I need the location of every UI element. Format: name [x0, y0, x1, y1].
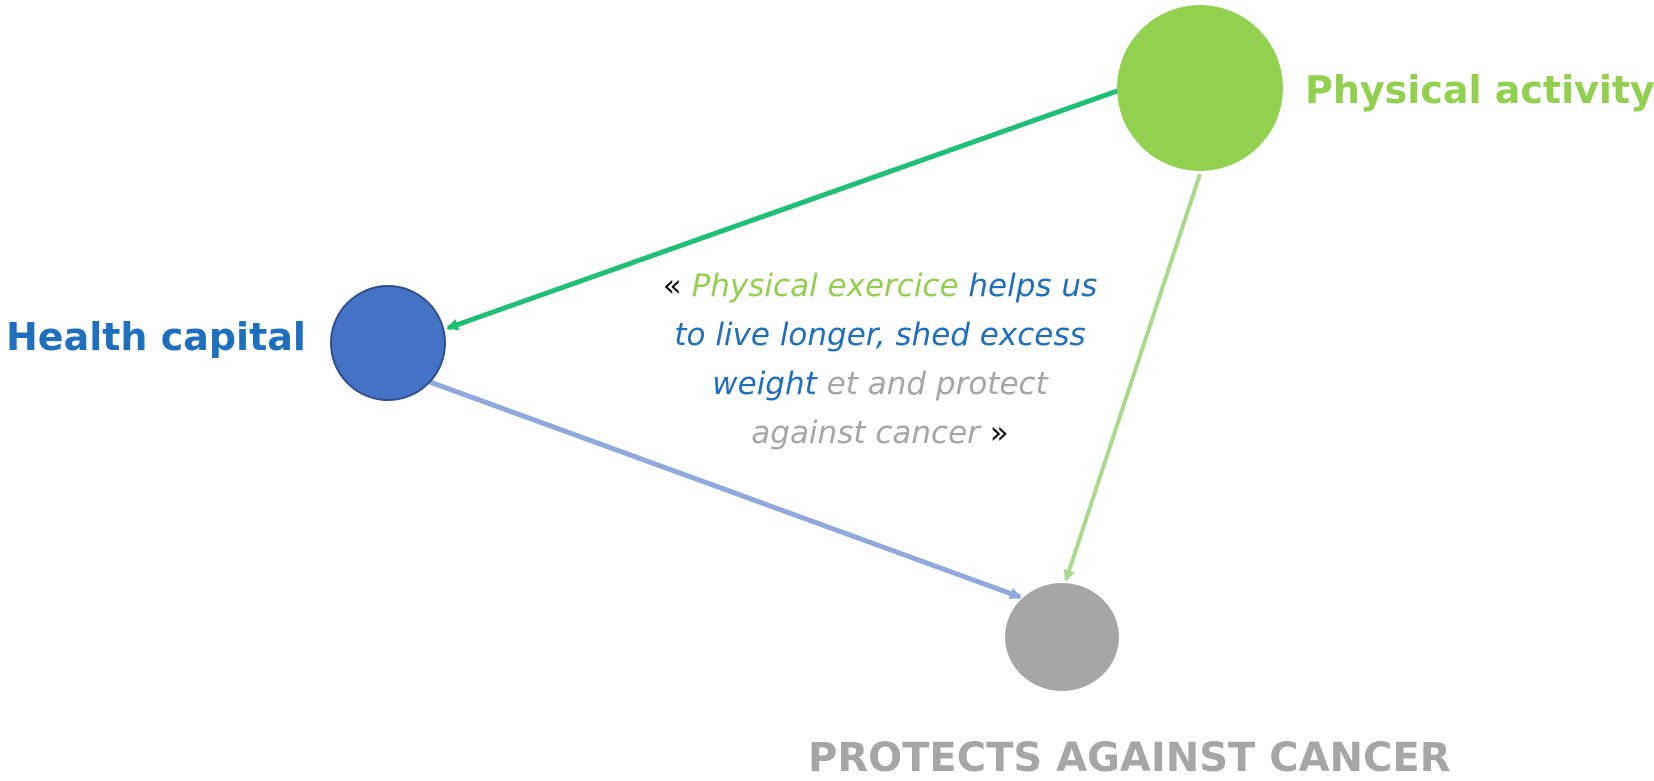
arrow-health-to-protects	[429, 379, 1022, 600]
label-protects-against-cancer: PROTECTS AGAINST CANCER	[808, 735, 1451, 781]
quote-part-green: Physical exercice	[691, 268, 959, 304]
arrow-physical-to-protects	[1063, 173, 1202, 582]
arrow-physical-to-health	[446, 87, 1121, 331]
node-protects-against-cancer	[1005, 583, 1119, 691]
quote-part-gray: et and protect against cancer	[751, 366, 1048, 451]
node-physical-activity	[1117, 5, 1283, 171]
node-health-capital	[330, 285, 446, 401]
quote-close-mark: »	[989, 415, 1009, 451]
label-health-capital: Health capital	[6, 315, 306, 359]
quote-part-blue: helps us to live longer, shed excess wei…	[674, 268, 1098, 402]
quote-open-mark: «	[662, 268, 682, 304]
quote-text: « Physical exercice helps us to live lon…	[660, 262, 1100, 458]
label-physical-activity: Physical activity	[1305, 68, 1654, 112]
